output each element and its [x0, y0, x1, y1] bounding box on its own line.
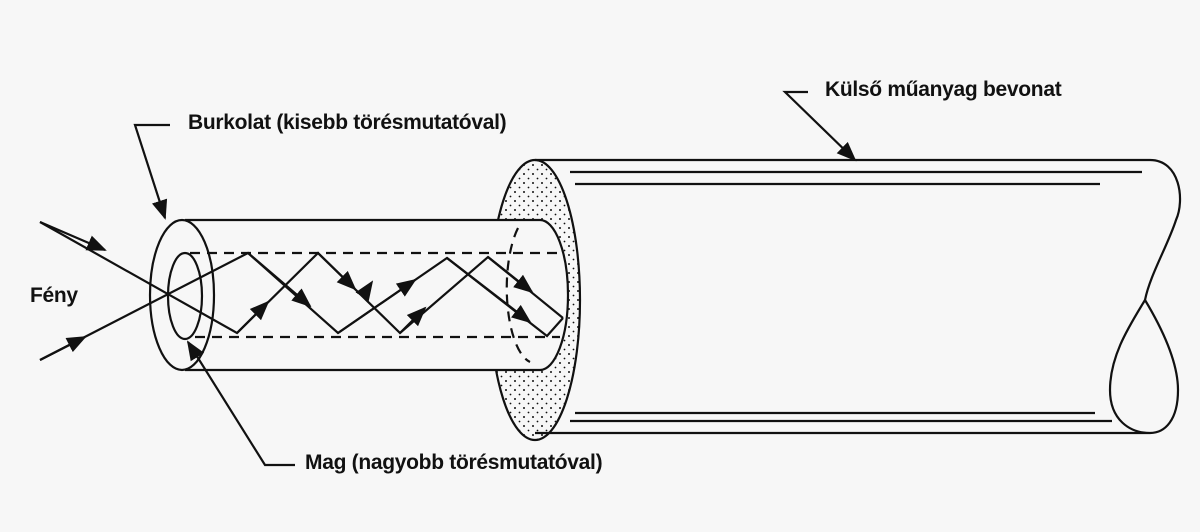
core-boundary [190, 251, 560, 339]
cladding-leader [133, 123, 170, 220]
light-ray-2 [39, 251, 564, 361]
cladding-label: Burkolat (kisebb törésmutatóval) [188, 111, 507, 134]
core-label: Mag (nagyobb törésmutatóval) [305, 451, 603, 474]
jacket-leader [782, 90, 857, 162]
light-label: Fény [30, 284, 78, 307]
core-leader [186, 340, 295, 467]
outer-jacket [488, 158, 1182, 442]
jacket-label: Külső műanyag bevonat [825, 78, 1062, 101]
cladding-cylinder [148, 218, 570, 372]
